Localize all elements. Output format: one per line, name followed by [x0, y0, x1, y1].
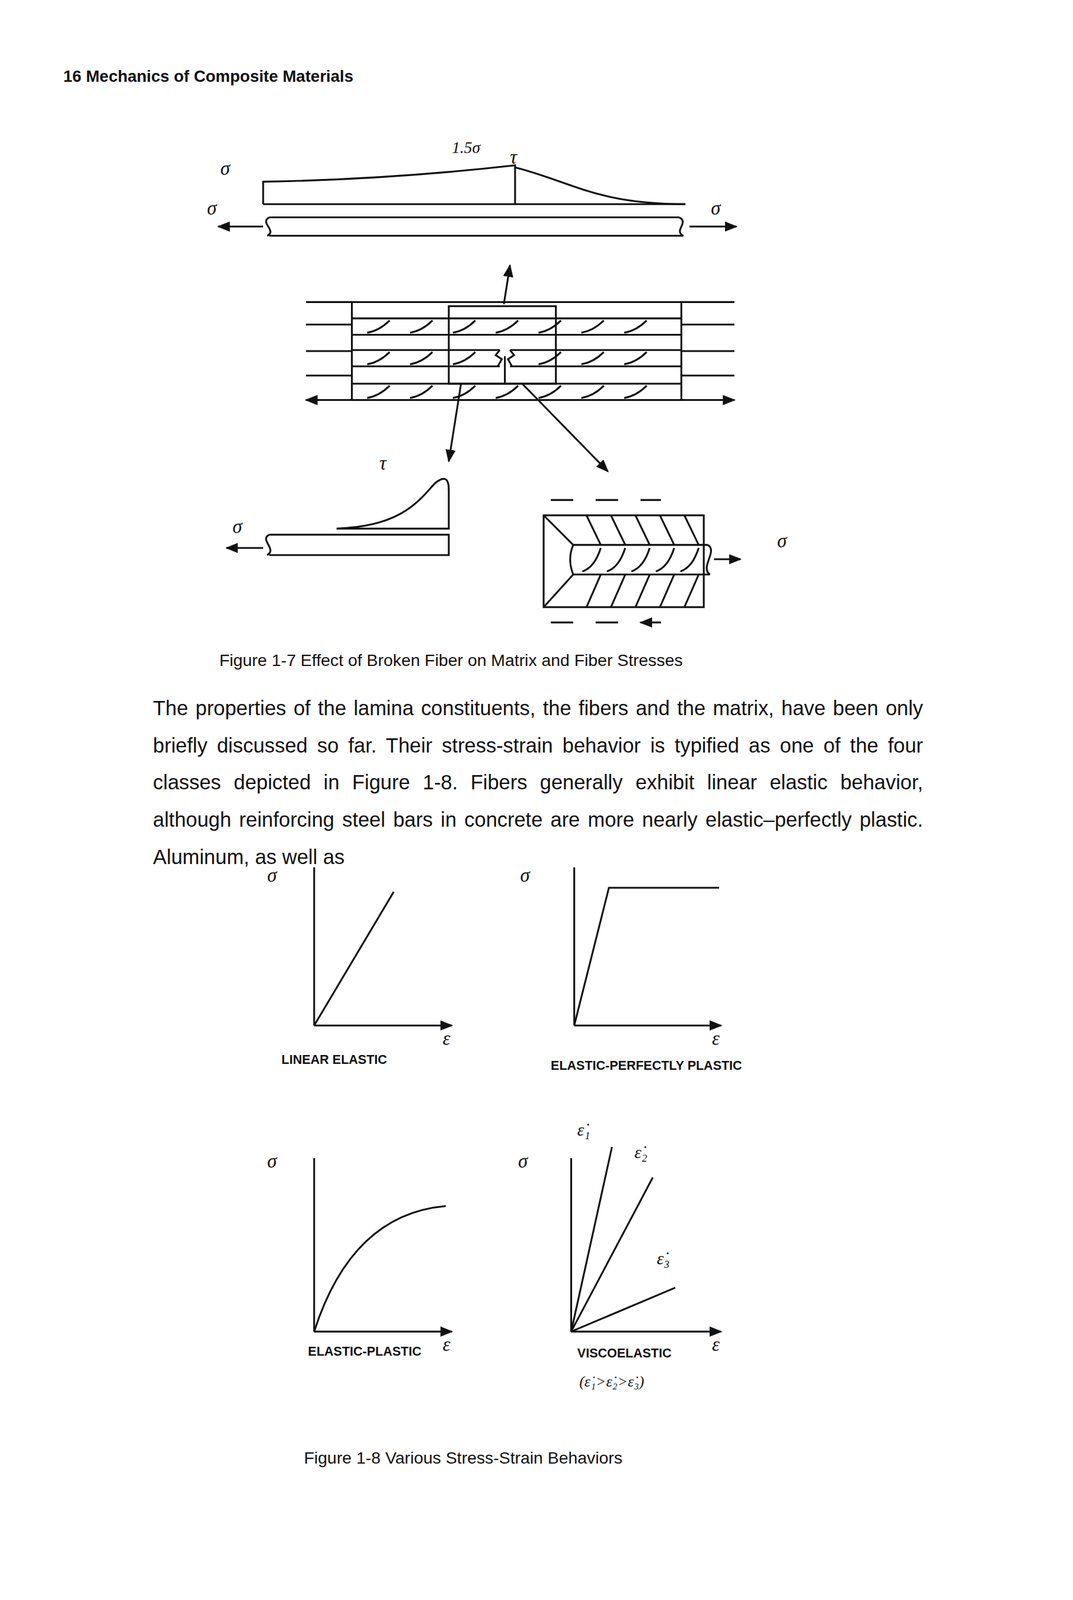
plot-title: ELASTIC-PLASTIC [308, 1344, 422, 1359]
stress-symbol: σ [220, 158, 231, 180]
stress-symbol: σ [777, 530, 787, 552]
running-head: 16 Mechanics of Composite Materials [63, 67, 354, 86]
strain-rate-label: ε̇₁ [577, 1119, 591, 1139]
plot-title: LINEAR ELASTIC [281, 1052, 388, 1068]
shear-symbol: τ [509, 147, 517, 169]
stress-distribution [263, 165, 686, 204]
axis-label: ε [442, 1027, 451, 1050]
stress-symbol: σ [710, 198, 721, 220]
axis-label: ε [442, 1333, 451, 1356]
strain-rate-order: (ε̇₁>ε̇₂>ε̇₃) [579, 1372, 644, 1390]
stress-value: 1.5σ [451, 138, 481, 157]
stress-strain-plots [314, 867, 721, 1332]
plot-title: ELASTIC-PERFECTLY PLASTIC [550, 1058, 743, 1073]
matrix-detail [543, 499, 741, 622]
fiber-top [218, 217, 737, 236]
stress-symbol: σ [206, 198, 217, 220]
axis-label: ε [711, 1333, 720, 1356]
strain-rate-label: ε̇₃ [656, 1248, 670, 1268]
axis-label: σ [267, 864, 277, 887]
shear-symbol: τ [379, 452, 387, 475]
leader-arrow [503, 264, 510, 304]
stress-symbol: σ [232, 516, 242, 538]
body-paragraph: The properties of the lamina constituent… [152, 689, 924, 875]
axis-label: σ [518, 1150, 528, 1173]
plot-title: VISCOELASTIC [577, 1346, 672, 1361]
axis-label: σ [267, 1150, 277, 1173]
broken-fiber-shear [226, 478, 449, 555]
figure-caption: Figure 1-8 Various Stress-Strain Behavio… [304, 1448, 623, 1467]
laminate [305, 301, 735, 472]
axis-label: σ [519, 864, 530, 887]
figure-caption: Figure 1-7 Effect of Broken Fiber on Mat… [219, 650, 683, 670]
axis-label: ε [711, 1027, 720, 1050]
strain-rate-label: ε̇₂ [634, 1142, 648, 1162]
